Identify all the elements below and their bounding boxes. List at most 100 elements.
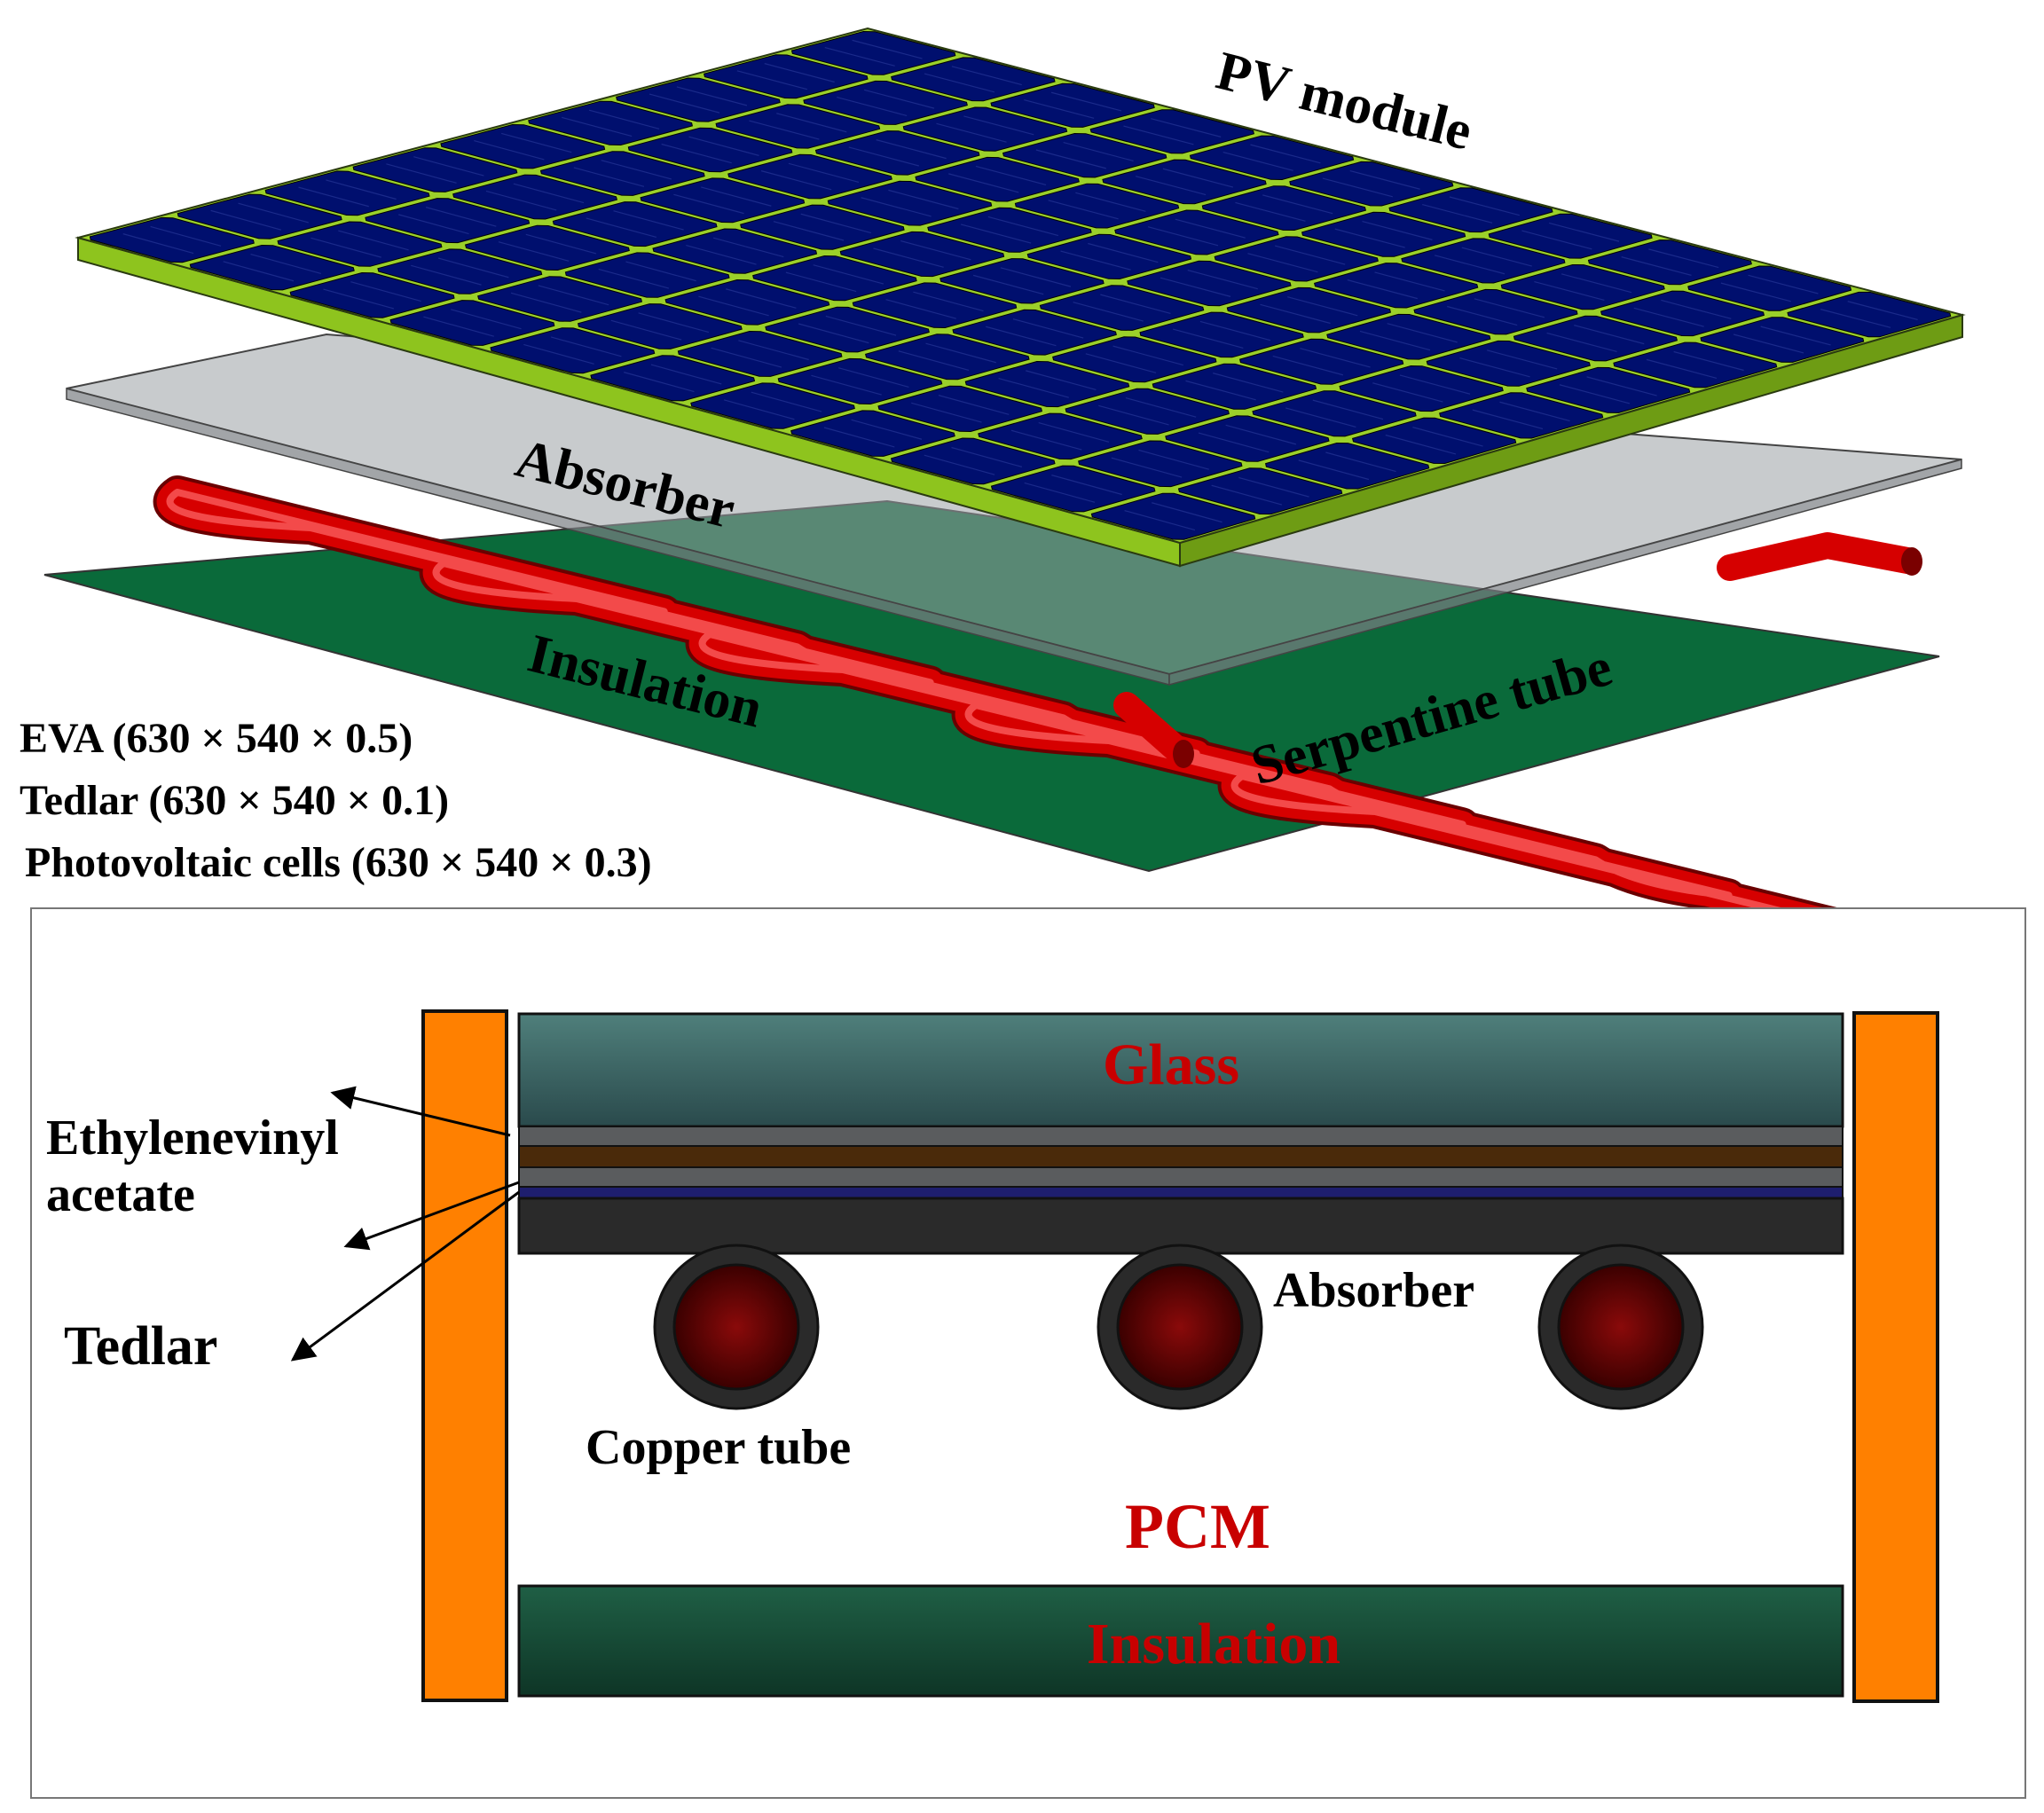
pv-busbar [1073,302,1144,322]
pv-busbar [1250,144,1321,164]
pv-cell-layer [518,1145,1844,1168]
pv-cell [1102,159,1267,205]
pv-busbar [773,221,845,241]
pv-busbar [338,230,409,251]
pv-busbar [1238,476,1309,498]
pv-busbar [764,63,835,83]
pv-busbar [1499,401,1570,422]
pv-busbar [1387,323,1458,343]
pv-busbar [1000,267,1072,287]
pv-busbar [738,340,809,361]
tedlar-arrow [290,1190,520,1362]
pv-busbar [1010,429,1082,451]
pv-busbar [1586,376,1657,396]
pv-cell [1226,286,1391,334]
pv-cell [1613,341,1778,388]
pv-busbar [550,336,622,357]
pv-cell [1687,265,1852,311]
pv-busbar [1359,330,1431,351]
pv-busbar [500,132,572,153]
glass-label: Glass [1103,1032,1239,1097]
pv-busbar [972,274,1044,295]
pv-busbar [951,66,1022,86]
pv-busbar [751,391,822,412]
pv-busbar [1412,427,1483,447]
pv-busbar [1474,298,1545,318]
pv-busbar [1198,432,1270,453]
pv-busbar [1162,168,1234,188]
pv-cell [389,300,555,346]
pv-busbar [1648,248,1719,269]
pv-busbar [638,312,710,334]
pv-busbar [837,96,908,117]
pv-cell [777,357,943,405]
pv-busbar [1085,353,1157,373]
pv-busbar [1334,228,1405,248]
pv-cell [1152,363,1317,410]
glass-layer [517,1012,1844,1128]
pv-cell [891,57,1056,102]
pv-cell [464,224,630,271]
pv-busbar [951,446,1022,467]
side-frame-left [421,1009,508,1702]
pv-busbar [1100,294,1171,314]
pv-busbar [573,167,645,187]
pv-cell [1239,338,1404,385]
pv-busbar [1374,271,1445,292]
pv-cell [1039,285,1205,331]
pv-busbar [1138,449,1209,470]
pv-cell [1078,440,1243,488]
pv-busbar [650,364,722,385]
tube-stub [1113,692,1193,765]
pv-busbar [1160,277,1231,297]
pv-busbar [800,213,872,234]
pv-cell [690,382,855,429]
serpentine-tube-path [166,489,1866,935]
absorber-cs-label: Absorber [1273,1263,1474,1318]
pv-busbar [1661,299,1732,319]
pv-busbar [1111,457,1183,478]
pv-busbar [326,179,397,200]
pv-busbar [723,399,795,420]
pv-busbar [586,217,657,239]
pv-busbar [1274,245,1346,265]
pv-cell [1426,340,1591,387]
pv-busbar [960,224,1032,244]
pv-busbar [588,109,660,130]
pv-busbar [1422,204,1493,224]
pv-busbar [936,122,1007,143]
pv-cell [1326,313,1491,360]
pv-cell [1177,467,1343,515]
pv-cell [1439,392,1604,439]
pv-busbar [1235,201,1306,222]
copper-tube-3 [1537,1244,1704,1410]
pv-busbar [1733,334,1804,354]
pv-cell [616,77,781,122]
pv-cell [277,221,443,267]
pv-busbar [598,268,670,289]
pv-busbar [925,342,996,364]
pv-busbar [823,427,895,448]
pv-busbar [601,160,672,180]
pv-busbar [1347,279,1418,300]
pv-busbar [238,202,309,224]
pv-busbar [1449,196,1520,216]
pv-busbar [210,209,282,231]
pv-cell [1513,315,1678,362]
pv-busbar [1012,318,1084,339]
pv-cell [1313,263,1479,309]
pv-cell [740,204,905,250]
pv-cell [377,248,543,294]
pv-cell [539,151,705,196]
pv-busbar [1063,142,1134,162]
pv-busbar [676,86,748,106]
pv-busbar [1362,220,1433,240]
pv-busbar [649,93,720,114]
eva-arrow-1 [330,1086,511,1137]
pv-busbar [1385,434,1457,455]
pv-busbar [825,315,897,336]
pv-cell [704,54,869,99]
eva-arrow-2 [343,1181,520,1251]
